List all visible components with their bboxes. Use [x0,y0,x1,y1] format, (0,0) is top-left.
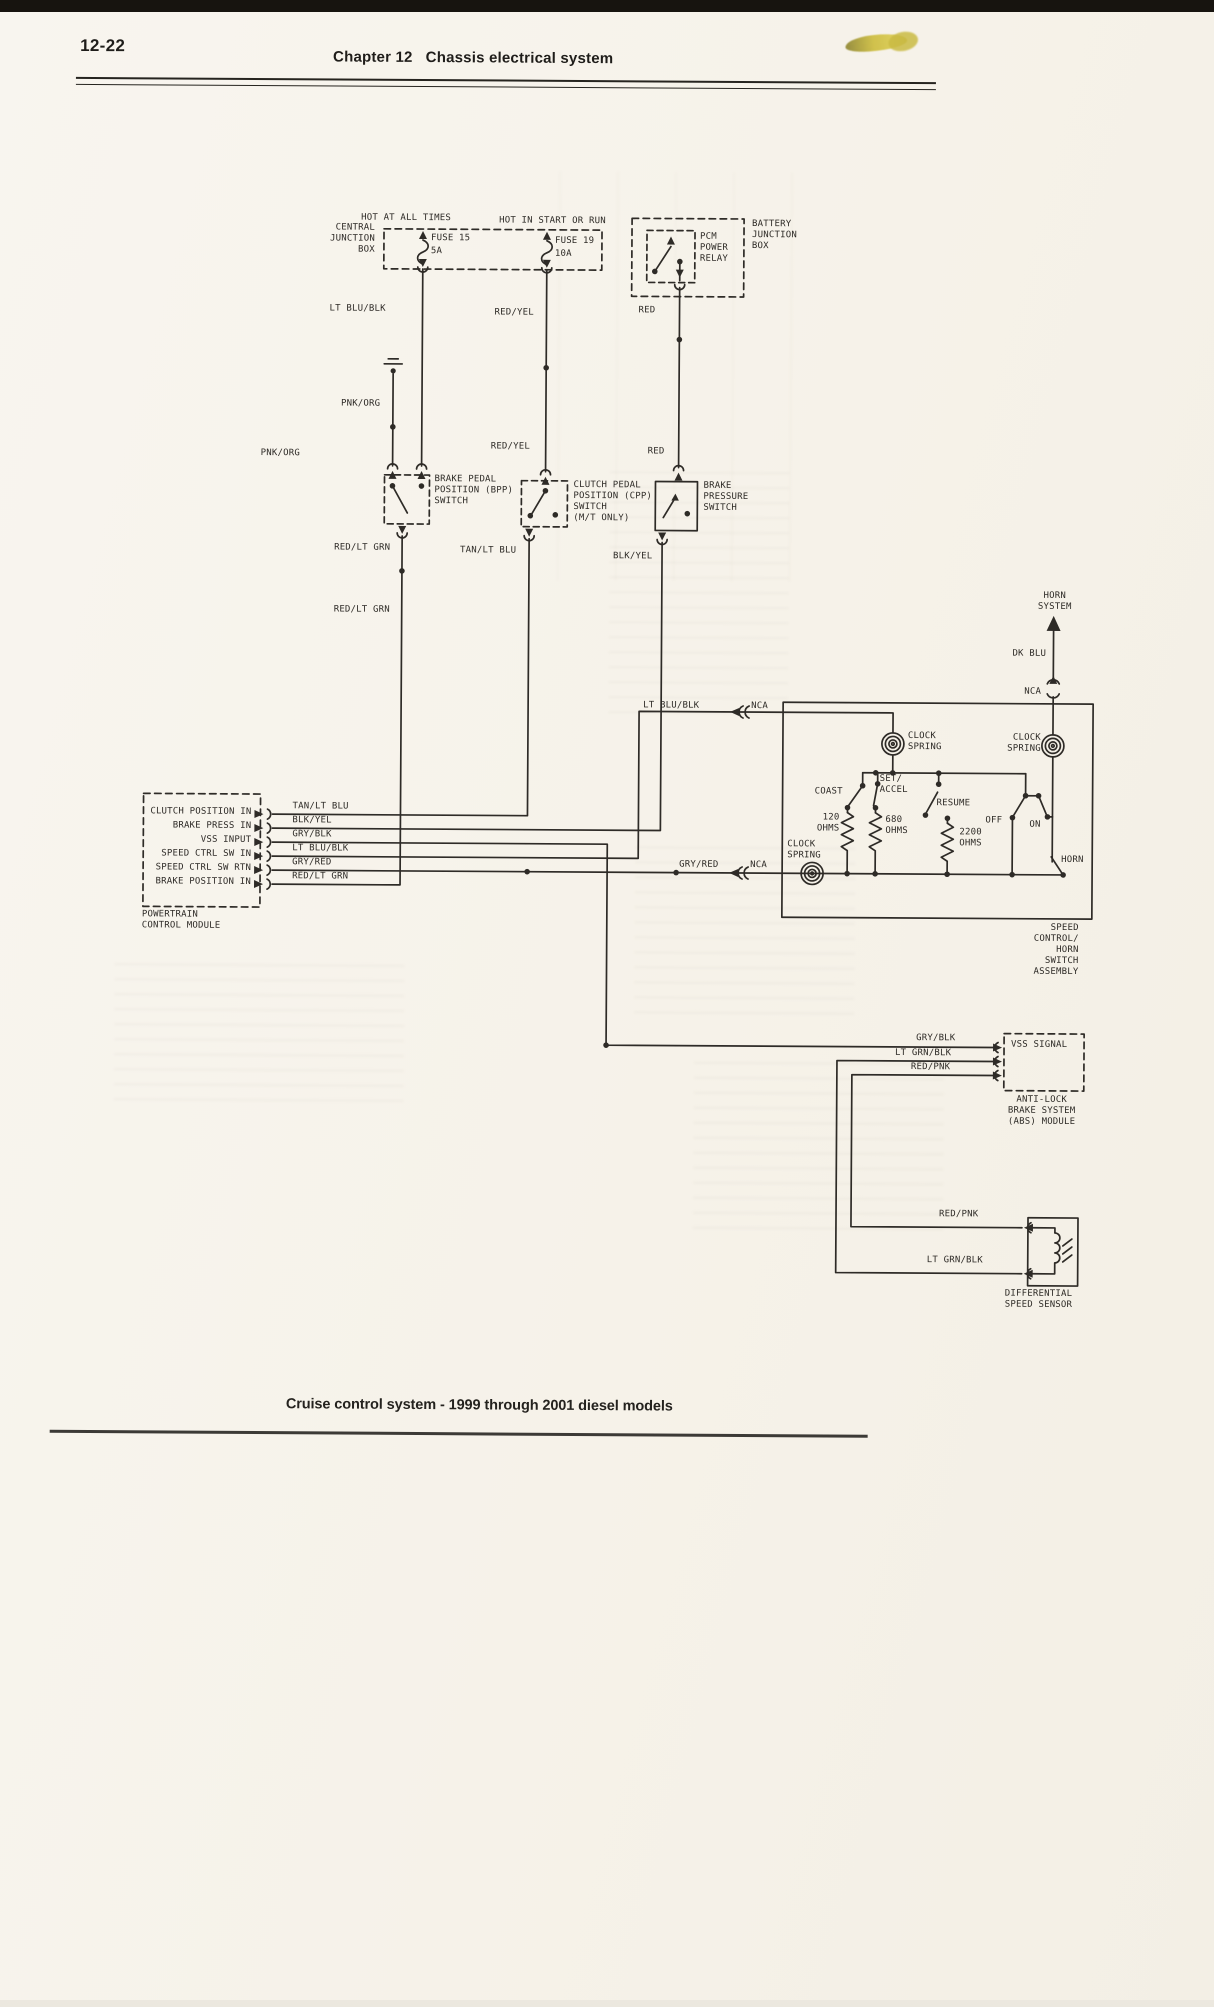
label-pcm-power-relay: PCM POWER RELAY [699,231,729,264]
label-gry-blk-abs: GRY/BLK [916,1033,956,1044]
label-brake-pressure-switch: BRAKE PRESSURE SWITCH [703,480,749,513]
label-clock-spring-3: CLOCK SPRING [787,839,821,861]
label-red-yel-1: RED/YEL [494,307,534,318]
ground-symbol [383,357,404,365]
label-fuse-15: FUSE 15 [430,233,471,244]
label-nca-2: NCA [751,701,769,712]
pcm-wire-red-lt-grn: RED/LT GRN [292,871,349,882]
label-powertrain-control-module: POWERTRAIN CONTROL MODULE [141,909,221,931]
switch-assembly-internal-wiring [840,703,1064,876]
label-bpp-switch: BRAKE PEDAL POSITION (BPP) SWITCH [434,474,514,507]
label-red-lt-grn-2: RED/LT GRN [333,604,390,615]
wire-pnk-org [386,373,399,470]
terminal-arrowheads [254,231,1061,1278]
central-junction-box-outline [382,227,603,271]
label-dk-blu: DK BLU [1012,648,1047,659]
label-red-1: RED [638,305,656,316]
pcm-wire-gry-blk: GRY/BLK [292,829,332,840]
label-red-lt-grn-1: RED/LT GRN [334,542,391,553]
clock-spring-coil-bottom [800,861,824,886]
label-blk-yel-1: BLK/YEL [613,551,653,562]
wire-red-lt-grn [271,535,404,886]
label-off: OFF [985,815,1003,826]
label-vss-signal: VSS SIGNAL [1011,1039,1068,1050]
fuse-15-symbol [416,239,430,273]
label-horn-system: HORN SYSTEM [1037,590,1072,613]
label-fuse-19: FUSE 19 [554,235,595,247]
label-set-accel: SET/ ACCEL [879,773,908,796]
label-red-yel-2: RED/YEL [490,441,531,452]
label-clock-spring-1: CLOCK SPRING [907,731,942,753]
pcm-pin-vss-input: VSS INPUT [200,834,252,845]
label-lt-blu-blk-2: LT BLU/BLK [643,700,700,711]
wire-dk-blu-horn [1046,629,1061,705]
label-coast: COAST [814,786,843,797]
wire-red-pnk [850,1073,1023,1229]
wire-gry-red [271,869,1064,876]
pcm-wire-tan-lt-blu: TAN/LT BLU [292,801,349,812]
label-hot-in-start-or-run: HOT IN START OR RUN [499,215,606,227]
wire-lt-blu-blk-feed [415,268,428,470]
wire-lt-grn-blk [834,1059,1023,1275]
label-battery-junction-box: BATTERY JUNCTION BOX [751,219,797,252]
label-clock-spring-2: CLOCK SPRING [1007,732,1041,754]
label-120-ohms: 120 OHMS [816,812,840,834]
junction-dots [389,258,1066,1048]
pcm-pin-brake-press-in: BRAKE PRESS IN [172,820,252,831]
clock-spring-coil-top-right [1041,734,1065,758]
label-tan-lt-blu-1: TAN/LT BLU [460,545,517,556]
label-red-pnk-2: RED/PNK [938,1209,979,1220]
label-pnk-org-1: PNK/ORG [340,398,381,409]
label-nca-1: NCA [1024,686,1042,697]
figure-caption: Cruise control system - 1999 through 200… [285,1396,673,1415]
brake-pressure-switch-symbol [654,480,699,546]
pcm-pin-brake-position-in: BRAKE POSITION IN [155,876,252,887]
wire-lt-blu-blk-signal [271,710,894,860]
label-lt-grn-blk-1: LT GRN/BLK [894,1047,952,1059]
label-fuse-19-rating: 10A [554,248,572,259]
speed-control-assembly-outline [780,701,1094,920]
pcm-wire-lt-blu-blk: LT BLU/BLK [292,843,349,854]
label-differential-speed-sensor: DIFFERENTIAL SPEED SENSOR [1004,1288,1073,1311]
label-cpp-switch: CLUTCH PEDAL POSITION (CPP) SWITCH (M/T … [573,479,653,524]
label-red-pnk-1: RED/PNK [910,1062,951,1073]
label-680-ohms: 680 OHMS [885,814,908,837]
label-on: ON [1029,819,1041,830]
wire-red-yel [539,268,552,476]
label-nca-3: NCA [750,860,768,871]
wire-tan-lt-blu [271,537,530,817]
label-pnk-org-2: PNK/ORG [260,448,301,459]
pcm-wire-blk-yel: BLK/YEL [292,815,332,826]
pcm-connector-outline [142,792,272,908]
label-2200-ohms: 2200 OHMS [959,827,982,849]
clock-spring-coil-top-left [881,732,905,756]
scan-edge-bar [0,0,1214,12]
label-horn: HORN [1061,854,1084,866]
label-fuse-15-rating: 5A [430,246,443,257]
label-speed-control-horn-switch-assembly: SPEED CONTROL/ HORN SWITCH ASSEMBLY [1033,922,1079,978]
differential-speed-sensor-symbol [1026,1216,1079,1287]
pcm-pin-speed-ctrl-sw-rtn: SPEED CTRL SW RTN [155,862,252,873]
pcm-pin-speed-ctrl-sw-in: SPEED CTRL SW IN [161,848,252,859]
pcm-wire-gry-red: GRY/RED [292,857,332,868]
label-lt-grn-blk-2: LT GRN/BLK [926,1255,983,1266]
label-central-junction-box: CENTRAL JUNCTION BOX [329,222,376,255]
label-lt-blu-blk-1: LT BLU/BLK [329,303,386,314]
label-abs-module: ANTI-LOCK BRAKE SYSTEM (ABS) MODULE [1007,1094,1076,1128]
label-gry-red-1: GRY/RED [679,859,719,870]
label-red-2: RED [647,446,665,457]
fuse-19-symbol [540,239,554,274]
wire-gry-blk [271,841,994,1049]
label-resume: RESUME [936,798,971,809]
battery-junction-box-outline [630,217,745,298]
pcm-pin-clutch-position-in: CLUTCH POSITION IN [150,806,252,818]
wire-red [672,286,685,472]
wire-blk-yel [271,541,663,832]
